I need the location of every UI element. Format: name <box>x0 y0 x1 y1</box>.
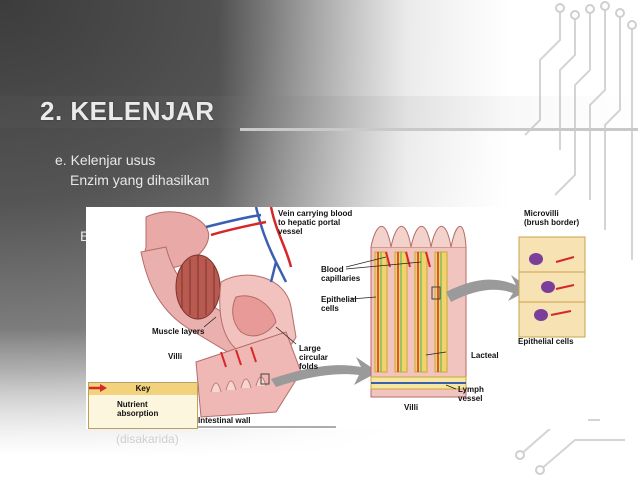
label-muscle-layers: Muscle layers <box>152 327 205 336</box>
bullet-partial: E <box>80 228 90 244</box>
key-title: Key <box>89 383 197 395</box>
label-villi-left: Villi <box>168 352 183 361</box>
label-villi-bottom: Villi <box>404 403 419 412</box>
footer-disakarida: (disakarida) <box>116 432 179 446</box>
label-microvilli: Microvilli(brush border) <box>524 209 580 227</box>
nutrient-arrow-icon <box>89 384 107 392</box>
label-epithelial-cells-right: Epithelial cells <box>518 337 574 346</box>
bullet-kelenjar-usus: e. Kelenjar usus <box>55 152 156 168</box>
title-bar <box>0 96 638 128</box>
label-intestinal-wall: Intestinal wall <box>198 416 251 425</box>
label-lacteal: Lacteal <box>471 351 499 360</box>
title-underline <box>240 128 638 131</box>
bullet-enzim: Enzim yang dihasilkan <box>70 172 210 188</box>
slide-title: 2. KELENJAR <box>40 96 215 126</box>
diagram-illustration <box>140 207 586 428</box>
